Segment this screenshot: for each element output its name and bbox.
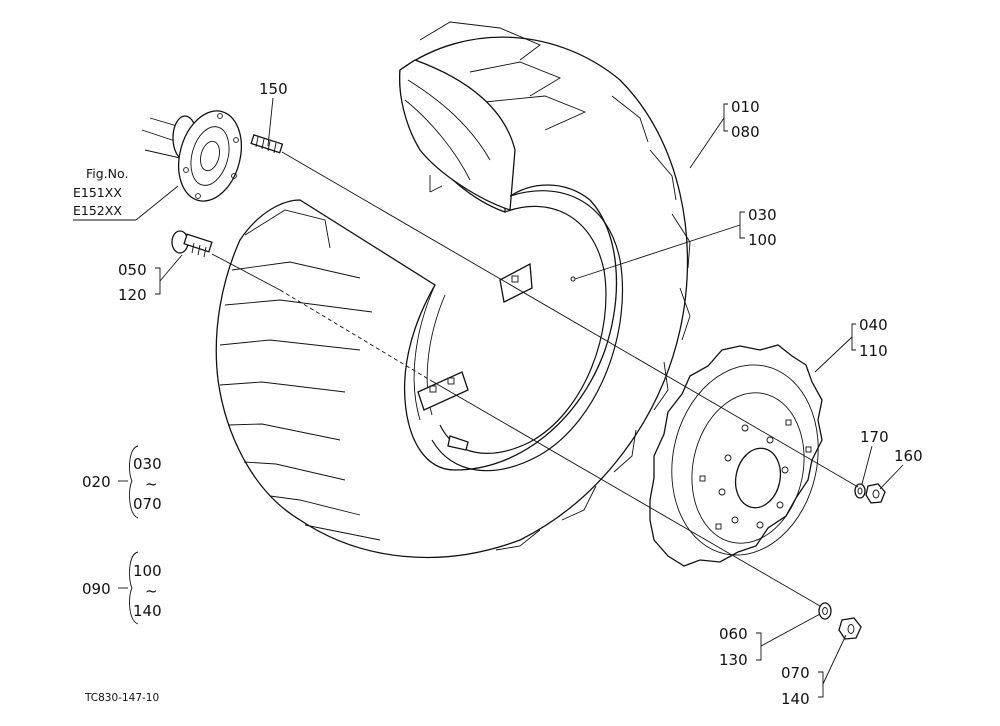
rim — [413, 190, 624, 472]
label-070: 070 — [781, 664, 810, 682]
bolt-050 — [171, 230, 213, 258]
label-110: 110 — [859, 342, 888, 360]
label-100-rim: 100 — [748, 231, 777, 249]
label-040: 040 — [859, 316, 888, 334]
range-090-to: 140 — [133, 602, 162, 620]
fig-ref-line2: E152XX — [73, 203, 122, 218]
range-020-from: 030 — [133, 455, 162, 473]
range-020-to: 070 — [133, 495, 162, 513]
figure-reference: Fig.No. E151XX E152XX — [73, 166, 128, 218]
label-150: 150 — [259, 80, 288, 98]
stud-bolt-150 — [250, 134, 284, 154]
range-090-sep: ~ — [145, 582, 158, 600]
washer-060 — [818, 602, 832, 620]
label-120: 120 — [118, 286, 147, 304]
range-020-sep: ~ — [145, 475, 158, 493]
label-170: 170 — [860, 428, 889, 446]
range-020-main: 020 — [82, 473, 111, 491]
label-050: 050 — [118, 261, 147, 279]
label-130: 130 — [719, 651, 748, 669]
fig-ref-title: Fig.No. — [86, 166, 128, 181]
wheel-disc — [649, 344, 823, 567]
label-160: 160 — [894, 447, 923, 465]
drawing-code: TC830-147-10 — [84, 692, 159, 704]
label-030: 030 — [748, 206, 777, 224]
range-090-from: 100 — [133, 562, 162, 580]
label-140: 140 — [781, 690, 810, 708]
range-group-090: 090 100 ~ 140 — [82, 562, 162, 620]
range-090-main: 090 — [82, 580, 111, 598]
label-010: 010 — [731, 98, 760, 116]
tire — [215, 21, 691, 559]
washer-170 — [854, 483, 866, 499]
axle-hub — [141, 110, 242, 202]
label-060: 060 — [719, 625, 748, 643]
range-group-020: 020 030 ~ 070 — [82, 455, 162, 513]
label-080: 080 — [731, 123, 760, 141]
fig-ref-line1: E151XX — [73, 185, 122, 200]
leader-lines — [73, 97, 904, 698]
nut-070 — [838, 617, 862, 640]
assembly-lines — [211, 151, 859, 607]
